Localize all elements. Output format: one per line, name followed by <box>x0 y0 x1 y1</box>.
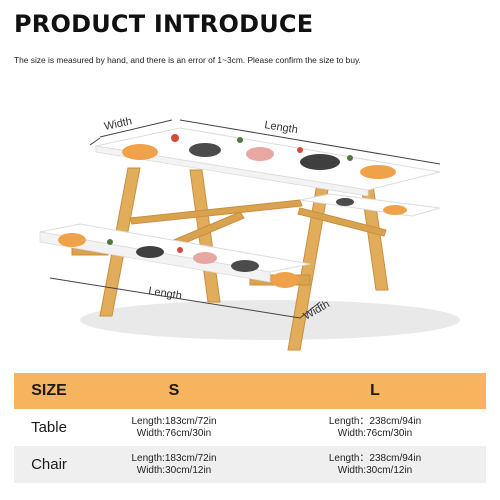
table-s-length: Length:183cm/72in <box>131 415 217 427</box>
chair-l-width: Width:30cm/12in <box>337 464 413 476</box>
row-label-chair: Chair <box>31 456 67 473</box>
table-s-dimensions: Length:183cm/72in Width:76cm/30in <box>84 409 264 446</box>
chair-l-dimensions: Length：238cm/94in Width:30cm/12in <box>264 446 486 483</box>
header-s: S <box>168 382 180 399</box>
size-table: SIZE S L Table Length:183cm/72in Width:7… <box>14 373 486 483</box>
header-l: L <box>370 382 380 399</box>
back-bench-cover <box>299 193 441 217</box>
table-l-dimensions: Length：238cm/94in Width:76cm/30in <box>264 409 486 446</box>
table-width-label: Width <box>103 115 133 133</box>
chair-s-length: Length:183cm/72in <box>131 452 217 464</box>
table-s-width: Width:76cm/30in <box>136 427 212 439</box>
size-table-header: SIZE S L <box>14 373 486 409</box>
chair-l-length: Length：238cm/94in <box>328 452 422 464</box>
chair-s-width: Width:30cm/12in <box>136 464 212 476</box>
dimension-lines <box>49 119 441 319</box>
chair-s-dimensions: Length:183cm/72in Width:30cm/12in <box>84 446 264 483</box>
front-bench-cover <box>39 223 311 288</box>
floor-shadow <box>80 300 460 340</box>
table-l-length: Length：238cm/94in <box>328 415 422 427</box>
size-row-chair: Chair Length:183cm/72in Width:30cm/12in … <box>14 446 486 483</box>
bench-length-label: Length <box>148 285 183 302</box>
size-row-table: Table Length:183cm/72in Width:76cm/30in … <box>14 409 486 446</box>
table-top-cover <box>95 127 441 197</box>
picnic-table-illustration: Width Length Length Width <box>39 115 460 351</box>
page-title: PRODUCT INTRODUCE <box>14 10 314 38</box>
table-l-width: Width:76cm/30in <box>337 427 413 439</box>
row-label-table: Table <box>31 419 67 436</box>
table-length-label: Length <box>264 119 299 136</box>
header-size: SIZE <box>31 382 67 399</box>
measurement-note: The size is measured by hand, and there … <box>14 55 361 65</box>
